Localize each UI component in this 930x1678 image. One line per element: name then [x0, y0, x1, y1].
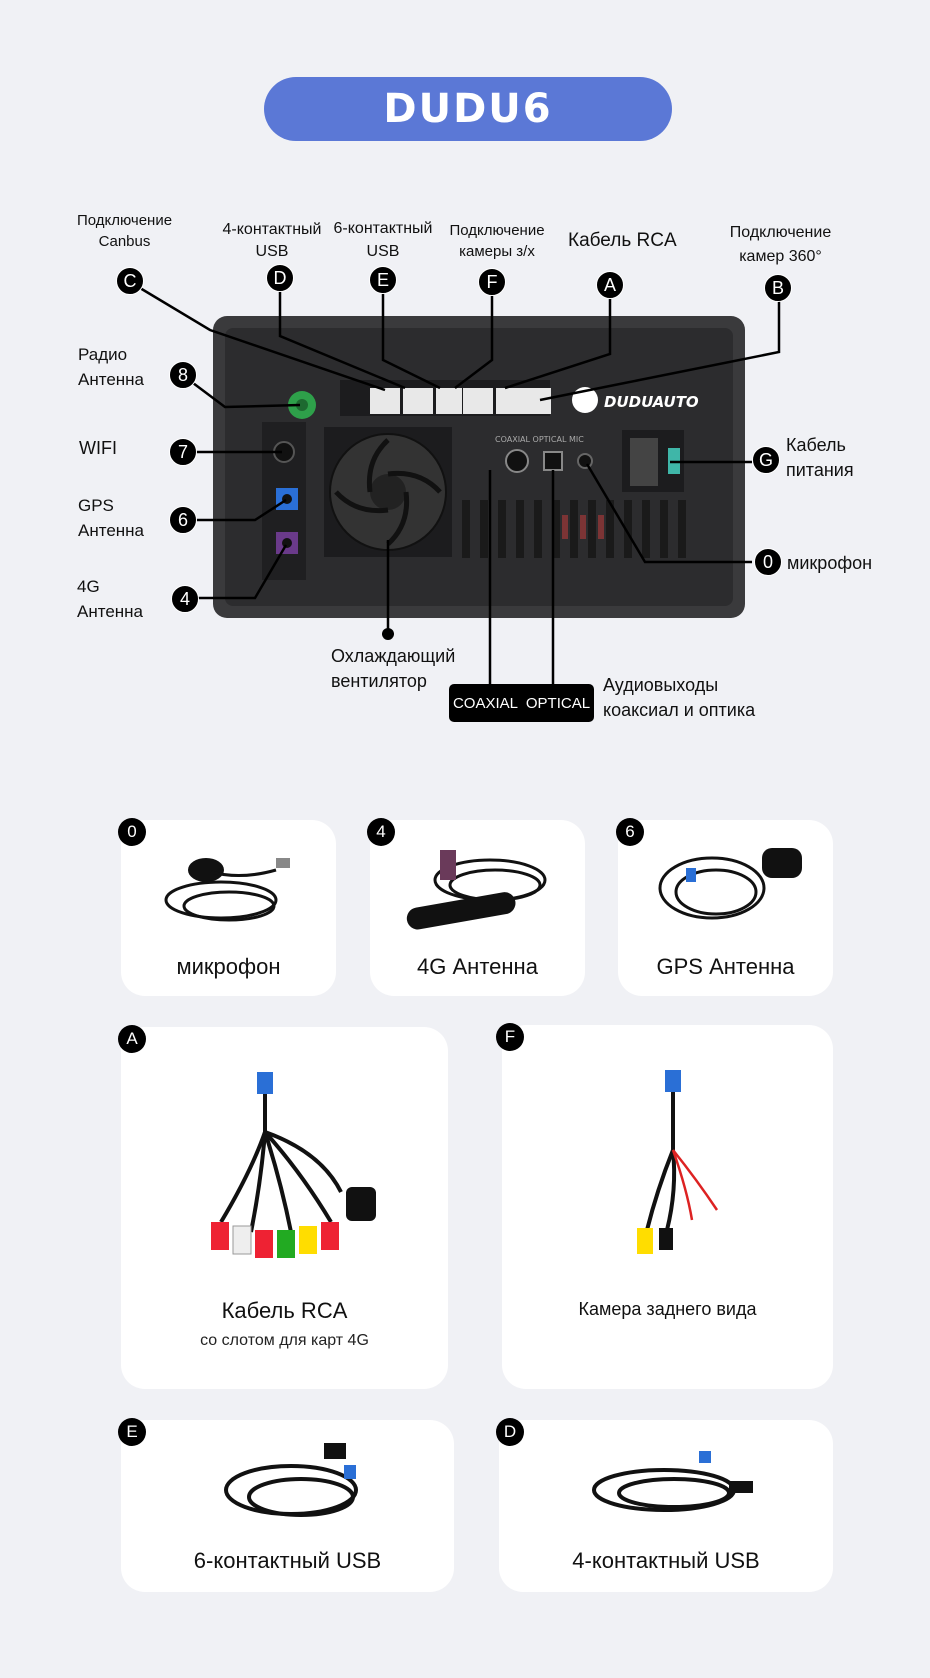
badge-e: E: [369, 266, 397, 294]
page-title: DUDU6: [264, 77, 672, 141]
badge-0: 0: [754, 548, 782, 576]
badge-4: 4: [171, 585, 199, 613]
usb4-port: [403, 388, 433, 414]
canbus-port: [370, 388, 400, 414]
card-rear-camera: Камера заднего вида: [502, 1025, 833, 1389]
rca-port: [496, 388, 551, 414]
badge-a: A: [596, 271, 624, 299]
card-rca-cable: Кабель RCA со слотом для карт 4G: [121, 1027, 448, 1389]
badge-8: 8: [169, 361, 197, 389]
camera-port: [463, 388, 493, 414]
microphone-image: [164, 858, 290, 922]
card-badge-d: D: [496, 1418, 524, 1446]
card-badge-6: 6: [616, 818, 644, 846]
label-microphone: микрофон: [787, 553, 873, 573]
connection-diagram: DUDUAUTO COAXIAL OPTICAL MIC: [129, 278, 781, 684]
optical-port: [543, 451, 563, 471]
mic-port: [577, 453, 593, 469]
label-rca: Кабель RCA: [568, 230, 677, 251]
card-usb4: 4-контактный USB: [499, 1420, 833, 1592]
4g-antenna-image: [406, 850, 547, 930]
badge-g: G: [752, 446, 780, 474]
badge-7: 7: [169, 438, 197, 466]
card-usb6: 6-контактный USB: [121, 1420, 454, 1592]
card-badge-e: E: [118, 1418, 146, 1446]
badge-f: F: [478, 268, 506, 296]
coaxial-port: [505, 449, 529, 473]
usb6-image: [224, 1443, 358, 1517]
card-badge-a: A: [118, 1025, 146, 1053]
coaxial-label: COAXIAL: [452, 694, 518, 712]
card-microphone: микрофон: [121, 820, 336, 996]
label-wifi: WIFI: [79, 438, 117, 458]
gps-antenna-image: [658, 848, 802, 920]
rca-cable-image: [211, 1072, 376, 1258]
brand-logo: DUDUAUTO: [604, 393, 699, 411]
audio-outputs-box: COAXIAL OPTICAL: [449, 684, 594, 722]
badge-b: B: [764, 274, 792, 302]
card-badge-f: F: [496, 1023, 524, 1051]
card-4g-antenna: 4G Антенна: [370, 820, 585, 996]
card-badge-4: 4: [367, 818, 395, 846]
usb4-image: [592, 1451, 753, 1512]
svg-text:COAXIAL OPTICAL MIC: COAXIAL OPTICAL MIC: [495, 435, 584, 444]
fan-pointer-dot: [382, 628, 394, 640]
badge-c: C: [116, 267, 144, 295]
usb6-port: [436, 388, 462, 414]
card-gps-antenna: GPS Антенна: [618, 820, 833, 996]
rear-camera-image: [637, 1070, 719, 1254]
badge-6: 6: [169, 506, 197, 534]
card-badge-0: 0: [118, 818, 146, 846]
optical-label: OPTICAL: [525, 694, 591, 712]
badge-d: D: [266, 264, 294, 292]
